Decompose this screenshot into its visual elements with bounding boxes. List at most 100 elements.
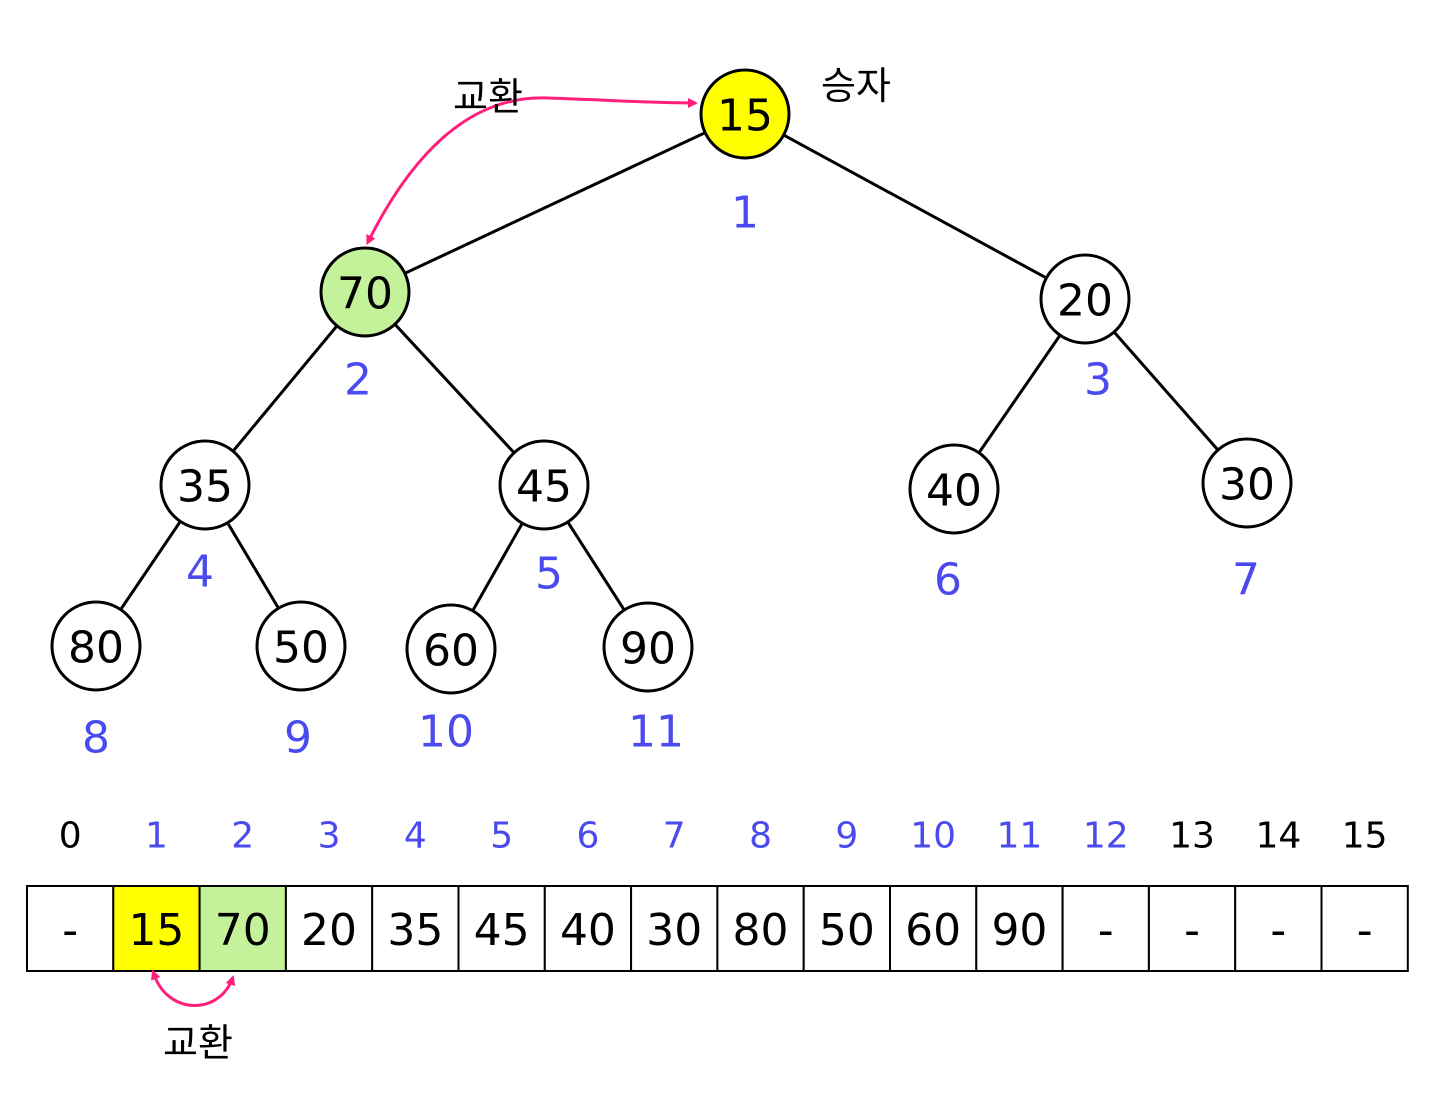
tree-node-value: 35 [177, 462, 233, 513]
tree-node-value: 50 [273, 623, 329, 674]
array-cell-box [198, 885, 287, 972]
tree-node: 307 [1201, 437, 1293, 606]
array-cell: 8 80 [716, 816, 805, 972]
array-cell-value: - [1357, 905, 1373, 956]
array-cell-value: 90 [991, 905, 1047, 956]
array-cell-value: 60 [905, 905, 961, 956]
array-cell-value: 70 [215, 905, 271, 956]
array-cell-index: 13 [1169, 816, 1215, 857]
array-cell: 115 [112, 816, 201, 972]
tree-node-index: 5 [535, 549, 563, 600]
tree-node: 80 8 [50, 600, 142, 764]
array-cell-box [802, 885, 892, 972]
tree-node-circle [602, 601, 694, 693]
tree-node: 90 11 [602, 601, 694, 758]
tree-node-value: 70 [337, 269, 393, 320]
tree-swap-arrow [366, 96, 698, 246]
tree-node: 509 [255, 600, 347, 764]
tree-node-index: 8 [82, 713, 110, 764]
array-cell-index: 7 [663, 816, 686, 857]
tree-node-circle [255, 600, 347, 692]
tree-swap-label: 교환 [453, 75, 523, 119]
array-cell-index: 10 [910, 816, 956, 857]
array-cell-value: 45 [474, 905, 530, 956]
tree-node: 406 [908, 443, 1000, 606]
array-cell-box [1061, 885, 1150, 972]
array-cell: 14 - [1234, 816, 1323, 972]
array-cell: 7 30 [630, 816, 719, 972]
tree-node-circle [319, 246, 411, 338]
tree-node-circle [159, 439, 251, 531]
array-cell: 10 60 [889, 816, 978, 972]
tree-edges [94, 112, 1249, 650]
heap-array: 0-1152703204355456407308809501060119012-… [26, 816, 1409, 972]
array-cell-value: 50 [819, 905, 875, 956]
tree-node-value: 90 [620, 624, 676, 675]
tree-node: 20 3 [1039, 253, 1131, 406]
tree-node-index: 3 [1084, 355, 1112, 406]
array-cell-box [371, 885, 460, 972]
tree-node-circle [498, 439, 590, 531]
tree-node-value: 30 [1219, 460, 1275, 511]
array-cell: 545 [457, 816, 546, 972]
array-cell-value: 40 [560, 905, 616, 956]
array-cell-value: 15 [128, 905, 184, 956]
array-cell-value: - [62, 905, 78, 956]
tree-node-value: 60 [423, 626, 479, 677]
array-cell-value: 30 [646, 905, 702, 956]
array-cell-value: - [1270, 905, 1286, 956]
array-cell-index: 3 [318, 816, 341, 857]
array-cell-index: 12 [1083, 816, 1129, 857]
array-cell: 9 50 [802, 816, 892, 972]
array-cell-box [1234, 885, 1323, 972]
tree-node-index: 11 [628, 707, 684, 758]
tree-node-circle [1039, 253, 1131, 345]
array-cell-box [284, 885, 374, 972]
array-swap-arrow [151, 969, 236, 1007]
array-cell-value: 80 [733, 905, 789, 956]
tree-node-circle [1201, 437, 1293, 529]
array-cell-box [1320, 885, 1409, 972]
tree-node-index: 4 [186, 547, 214, 598]
tree-node-index: 2 [344, 355, 372, 406]
array-cell-index: 4 [404, 816, 427, 857]
tree-edge [744, 112, 1086, 301]
array-cell-box [889, 885, 978, 972]
array-cell-index: 14 [1255, 816, 1301, 857]
tree-node-value: 45 [516, 462, 572, 513]
tree-nodes: 15 1 70 2 20 3 35 4 45 5 406 307 80 8 509 60 10 90 11 [50, 68, 1293, 764]
array-cell-index: 0 [59, 816, 82, 857]
array-cell-box [457, 885, 546, 972]
tree-edge [364, 112, 746, 294]
tree-node: 15 1 [699, 68, 791, 239]
array-cell: 12 - [1061, 816, 1150, 972]
array-cell-box [1147, 885, 1237, 972]
array-cell: 3 20 [284, 816, 374, 972]
tree-node-circle [908, 443, 1000, 535]
tree-node-circle [699, 68, 791, 160]
array-cell: 15 - [1320, 816, 1409, 972]
array-swap-label: 교환 [163, 1021, 233, 1065]
tree-node-index: 10 [418, 707, 474, 758]
array-cell-value: 35 [387, 905, 443, 956]
array-cell-box [630, 885, 719, 972]
array-cell: 0- [26, 816, 115, 972]
tree-node-value: 80 [68, 623, 124, 674]
tree-node: 45 5 [498, 439, 590, 600]
array-cell-box [112, 885, 201, 972]
array-cell-value: 20 [301, 905, 357, 956]
tree-node-index: 6 [934, 555, 962, 606]
tree-node-circle [50, 600, 142, 692]
array-cell: 13- [1147, 816, 1237, 972]
array-cell-index: 15 [1342, 816, 1388, 857]
tree-node-value: 15 [717, 91, 773, 142]
array-cell-box [716, 885, 805, 972]
array-cell-index: 9 [835, 816, 858, 857]
array-cell-value: - [1098, 905, 1114, 956]
tree-node: 70 2 [319, 246, 411, 406]
tree-node-index: 1 [731, 188, 759, 239]
tree-node-value: 20 [1057, 276, 1113, 327]
array-cell-index: 8 [749, 816, 772, 857]
